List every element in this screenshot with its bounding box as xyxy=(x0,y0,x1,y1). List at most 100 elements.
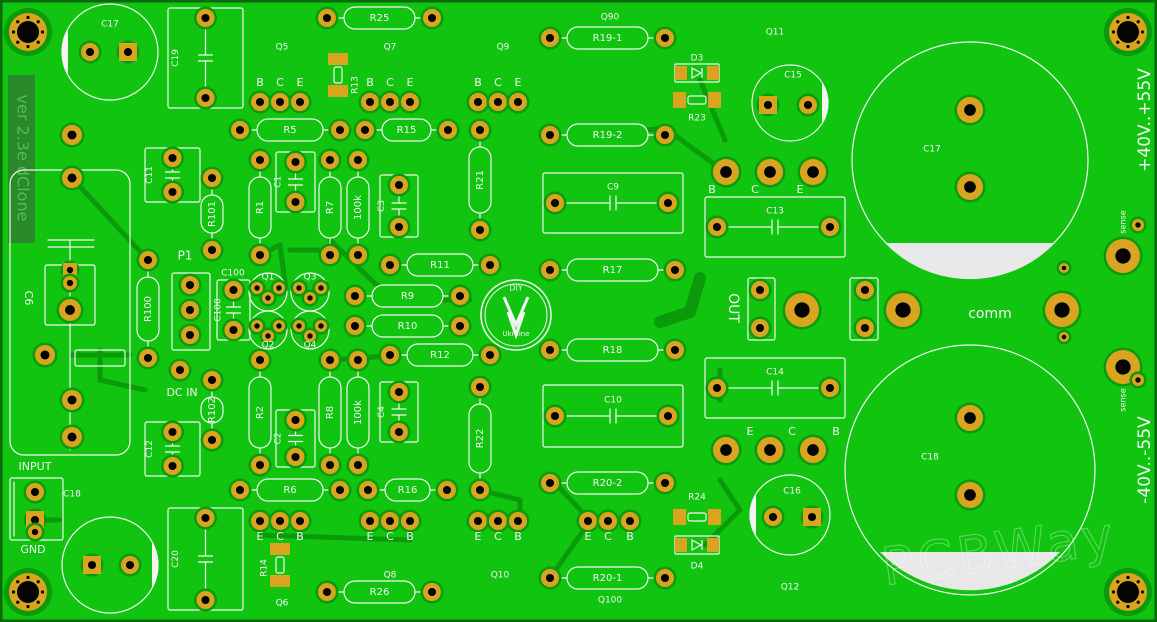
pad xyxy=(506,509,530,533)
drill-hole xyxy=(255,355,265,365)
via xyxy=(11,590,16,594)
drill-hole xyxy=(755,285,765,295)
pad xyxy=(398,90,422,114)
capacitor-label: C9 xyxy=(607,183,619,193)
version-box xyxy=(8,75,35,243)
resistor-body xyxy=(381,118,432,142)
drill-hole xyxy=(276,323,282,329)
pad xyxy=(60,260,80,280)
resistor-label: R19-2 xyxy=(593,130,623,141)
smd-pad xyxy=(270,575,290,587)
drill-hole xyxy=(475,485,485,495)
smd-pad xyxy=(708,92,721,108)
drill-hole xyxy=(545,265,555,275)
pad xyxy=(358,509,382,533)
pad xyxy=(248,90,272,114)
via xyxy=(1140,30,1145,34)
pad xyxy=(346,243,370,267)
resistor-body xyxy=(256,118,324,142)
pin-label: C xyxy=(386,76,394,89)
pad xyxy=(118,553,142,577)
pad xyxy=(710,434,742,466)
drill-hole xyxy=(85,47,95,57)
resistor-body xyxy=(566,471,649,495)
silk-outline xyxy=(542,384,684,448)
resistor-label: R15 xyxy=(397,125,417,136)
drill-hole xyxy=(322,13,332,23)
silk-label: E xyxy=(797,183,804,196)
pad xyxy=(653,123,677,147)
drill-hole xyxy=(175,365,185,375)
drill-hole xyxy=(201,595,210,605)
resistor-body xyxy=(318,376,342,449)
resistor-body xyxy=(371,314,444,338)
via xyxy=(36,600,40,604)
pad xyxy=(818,215,842,239)
pin-label: E xyxy=(475,530,482,543)
drill-hole xyxy=(335,125,345,135)
drill-hole xyxy=(185,305,195,315)
via xyxy=(26,44,30,49)
drill-hole xyxy=(545,478,555,488)
via xyxy=(1116,40,1120,44)
capacitor-label: C17 xyxy=(101,20,119,30)
drill-hole xyxy=(964,181,976,193)
drill-hole xyxy=(255,516,265,526)
resistor-body xyxy=(406,343,474,367)
resistor-label: R10 xyxy=(398,321,418,332)
capacitor-label: C100 xyxy=(213,298,223,322)
resistor-label: 100k xyxy=(353,400,364,425)
drill-hole xyxy=(455,291,465,301)
pad xyxy=(754,156,786,188)
resistor-label: R20-1 xyxy=(593,573,623,584)
resistor-body xyxy=(248,376,272,449)
resistor-label: R22 xyxy=(475,429,486,449)
via xyxy=(1140,590,1145,594)
via xyxy=(36,40,40,44)
pad xyxy=(420,6,444,30)
resistor-label: R7 xyxy=(325,201,336,214)
transistor-label: Q1 xyxy=(262,273,275,283)
drill-hole xyxy=(353,250,363,260)
pin-label: E xyxy=(257,530,264,543)
pad xyxy=(754,434,786,466)
pad xyxy=(288,509,312,533)
silk-outline xyxy=(74,349,126,367)
drill-hole xyxy=(807,444,819,456)
pad xyxy=(194,86,217,110)
silk-outline xyxy=(333,66,343,84)
via xyxy=(26,604,30,609)
capacitor-label: C1 xyxy=(273,176,283,188)
drill-hole xyxy=(1135,377,1141,383)
pad xyxy=(797,156,829,188)
pin-label: B xyxy=(514,530,522,543)
capacitor-outline xyxy=(751,64,829,142)
capacitor-outline xyxy=(61,516,159,614)
resistor-body xyxy=(566,338,659,362)
silk-label: Q9 xyxy=(497,43,510,53)
smd-pad xyxy=(707,66,719,80)
pad xyxy=(136,248,160,272)
drill-hole xyxy=(207,173,217,183)
pad xyxy=(466,90,490,114)
drill-hole xyxy=(235,125,245,135)
drill-hole xyxy=(485,260,495,270)
resistor-body xyxy=(136,276,160,342)
drill-hole xyxy=(1115,359,1131,375)
resistor-label: R19-1 xyxy=(593,33,623,44)
resistor-label: R21 xyxy=(475,170,486,190)
drill-hole xyxy=(764,444,776,456)
pad xyxy=(59,424,85,450)
resistor-label: R1 xyxy=(255,201,266,214)
via xyxy=(1136,40,1140,44)
resistor-body xyxy=(566,258,659,282)
pad xyxy=(315,6,339,30)
drill-hole xyxy=(365,516,375,526)
drill-hole xyxy=(1054,302,1070,318)
copper-trace xyxy=(257,532,413,543)
via xyxy=(26,575,30,580)
pad xyxy=(543,404,567,428)
pad xyxy=(288,90,312,114)
silk-label: Q7 xyxy=(384,43,397,53)
